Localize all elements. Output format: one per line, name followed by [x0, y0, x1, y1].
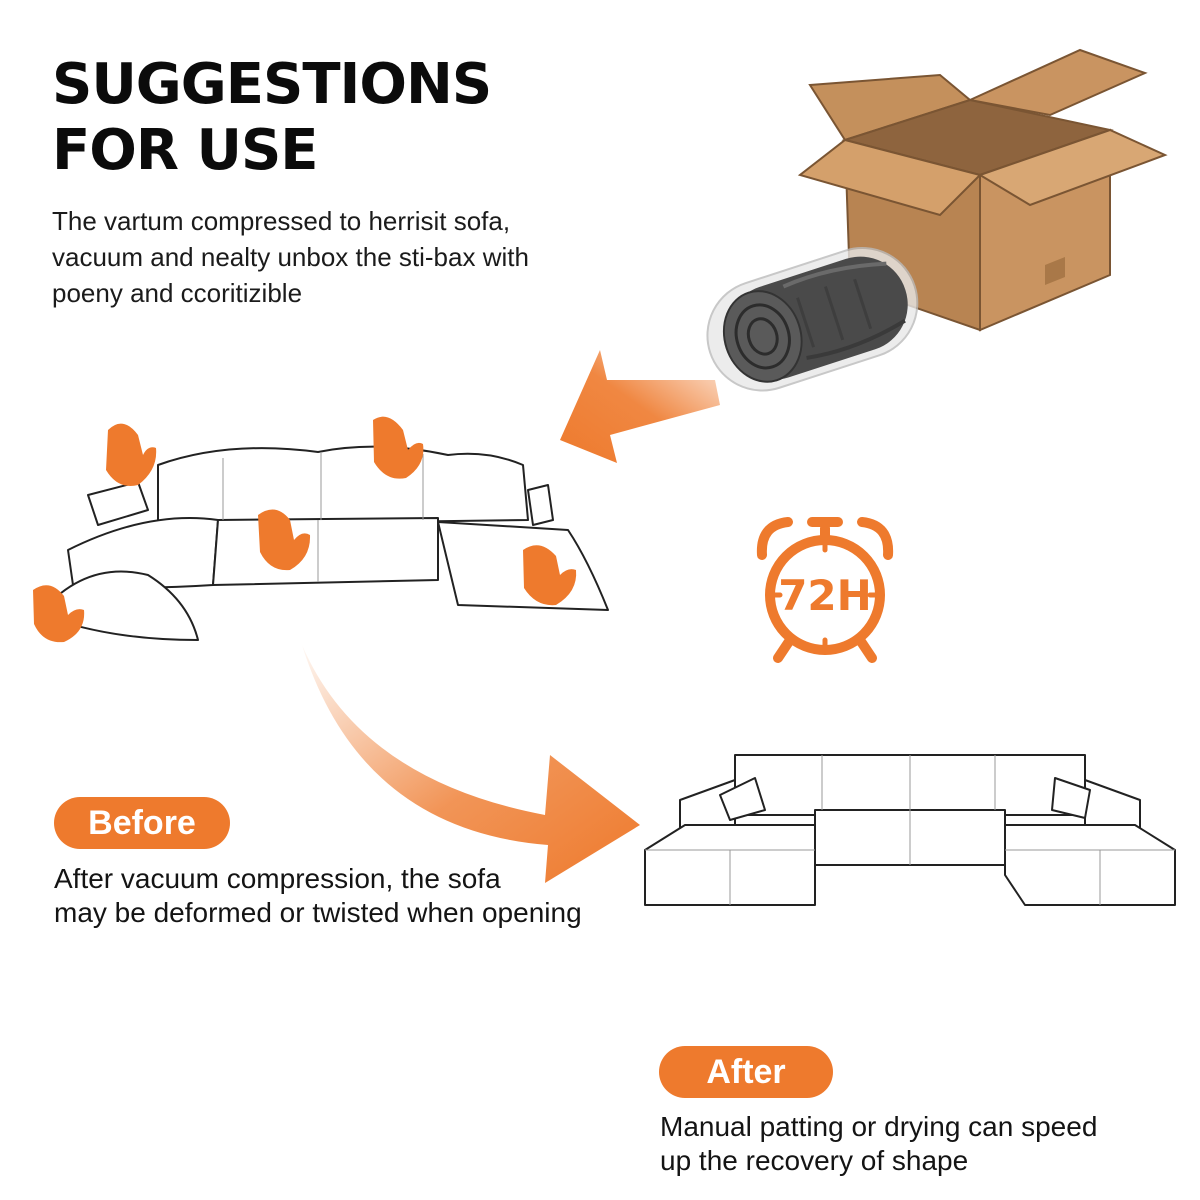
- intro-text: The vartum compressed to herrisit sofa, …: [52, 203, 652, 311]
- after-description-line-2: up the recovery of shape: [660, 1145, 969, 1176]
- orange-arrow-icon: [560, 350, 720, 463]
- after-description: Manual patting or drying can speed up th…: [660, 1110, 1180, 1178]
- rolled-sofa-icon: [706, 247, 919, 392]
- intro-line-2: vacuum and nealty unbox the sti-bax with: [52, 242, 529, 272]
- sofa-icon: [644, 754, 1176, 906]
- after-badge: After: [659, 1046, 833, 1098]
- timer-label: 72H: [778, 571, 872, 620]
- intro-line-1: The vartum compressed to herrisit sofa,: [52, 206, 511, 236]
- deformed-sofa-icon: [33, 416, 609, 643]
- alarm-clock-icon: 72H: [756, 517, 894, 663]
- hand-icon: [33, 416, 577, 643]
- intro-line-3: poeny and ccoritizible: [52, 278, 303, 308]
- page-title-line-2: FOR USE: [52, 118, 319, 183]
- before-badge: Before: [54, 797, 230, 849]
- cardboard-box-icon: [797, 48, 1168, 332]
- before-description-line-1: After vacuum compression, the sofa: [54, 863, 501, 894]
- page-title: SUGGESTIONS FOR USE: [52, 52, 572, 184]
- curved-arrow-icon: [302, 645, 640, 883]
- before-description: After vacuum compression, the sofa may b…: [54, 862, 654, 930]
- before-description-line-2: may be deformed or twisted when opening: [54, 897, 582, 928]
- after-description-line-1: Manual patting or drying can speed: [660, 1111, 1098, 1142]
- page-title-line-1: SUGGESTIONS: [52, 52, 492, 117]
